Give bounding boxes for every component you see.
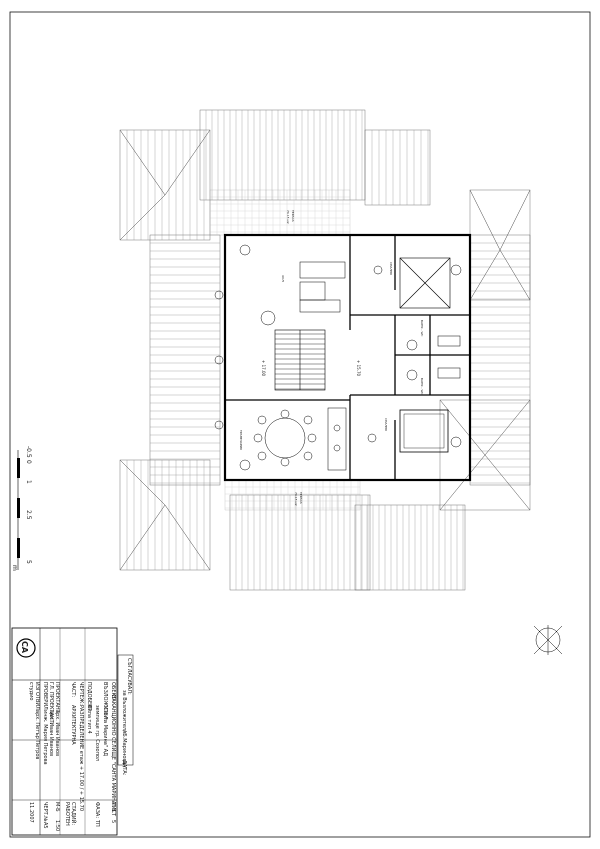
scale-unit: m [11, 565, 18, 571]
scale-tick-2-5: 2.5 [25, 510, 32, 520]
chief-name: арх. Иван Иванов [48, 710, 54, 756]
scale-label: М-Б [54, 802, 60, 812]
interior-walls [225, 235, 470, 480]
phase-label: ФАЗА: [94, 802, 100, 818]
room-labels: + 17.00 + 15.70 ТЕРАСА 76.15 м2 ТЕРАСА 7… [239, 209, 424, 506]
drawing-name: РАЗПРЕДЕЛЕНИЕ етаж + 17.00 / + 15.70 [78, 705, 84, 811]
drawing-no-label: ЧЕРТ.№ [42, 802, 48, 822]
svg-text:CA: CA [20, 641, 29, 654]
object-name: ВАКАНЦИОННО СЕЛИЩЕ "САНТА МАРИНА" В [110, 695, 116, 812]
drawn-name: арх. Петър Петров [34, 710, 40, 759]
approval-role: за Възложителя: [121, 690, 127, 735]
room-bedroom-top: СПАЛНЯ [389, 262, 393, 275]
bed-top [399, 257, 451, 309]
bed-bottom [399, 409, 449, 453]
room-bedroom-bottom: СПАЛНЯ [384, 418, 388, 431]
terrace-top-area: 76.15 м2 [286, 210, 290, 224]
scale-tick-1: 1 [25, 480, 32, 484]
studio: студио [28, 682, 34, 700]
part-label: ЧАСТ: [70, 682, 76, 697]
designer-label: ПРОЕКТАНТ: [54, 682, 60, 715]
location: землище гр. Созопол [94, 705, 100, 761]
scale-tick-0: 0 [25, 460, 32, 464]
planters [214, 244, 251, 471]
stage-label: СТАДИЙ: [70, 802, 77, 825]
staircase [274, 329, 326, 391]
object-label: ОБЕКТ: [110, 682, 116, 701]
north-arrow-icon [533, 625, 563, 655]
approval-stamp: / Б.Маринова / [121, 730, 127, 768]
drawn-label: ИЗГОТВИЛ: [34, 682, 40, 712]
terrace-top-label: ТЕРАСА [291, 209, 295, 223]
phase-value: ТП [94, 819, 100, 827]
scale-tick-neg: -0.5 [25, 446, 32, 458]
stair-steps [275, 333, 325, 390]
drawing-label: ЧЕРТЕЖ: [78, 682, 84, 705]
terrace-bottom-label: ТЕРАСА [299, 491, 303, 505]
room-living: ХОЛ [281, 275, 285, 282]
date-value: 11.2007 [28, 802, 34, 823]
roof-hip-lines [119, 129, 531, 571]
terrace-bottom-area: 76.15 м2 [294, 492, 298, 506]
dining-table [253, 409, 317, 467]
room-bath-bottom: БАНЯ - WC [420, 378, 424, 395]
level-upper: + 17.00 [261, 360, 266, 377]
living-sofa [260, 261, 346, 326]
checked-label: ПРОВЕРИЛ: [42, 682, 48, 712]
scale-bar: -0.5 0 1 2.5 5 m [11, 446, 32, 571]
drawing-frame [9, 11, 591, 838]
subject-label: ПОДОБЕКТ: [86, 682, 92, 713]
level-lower: + 15.70 [356, 360, 361, 377]
terrace-grid [209, 189, 361, 511]
drawing-no: А5 [42, 822, 48, 829]
designer-name: арх. Иван Иванов [54, 710, 60, 756]
checked-name: инж. Мария Петрова [42, 710, 48, 765]
title-block: CA СЪГЛАСУВАЛ: за Възложителя: / Б.Марин… [11, 627, 134, 836]
company-logo: CA [16, 638, 36, 658]
kitchen-counter [327, 407, 347, 471]
room-dining: ТРАПЕЗАРИЯ [239, 429, 243, 450]
bathroom-fixtures [367, 264, 462, 448]
subject-name: Вила тип 4 [86, 705, 92, 734]
stage-value: РАБОТЕН [64, 802, 70, 826]
chief-label: ГЛ. ПРОЕКТАНТ: [48, 682, 54, 725]
scale-value: 1:50 [54, 820, 60, 831]
room-bath-top: БАНЯ - WC [420, 320, 424, 337]
approval-date: ДАТА: [121, 760, 127, 776]
scale-tick-5: 5 [25, 560, 32, 564]
terrace-tile-lines [210, 190, 360, 510]
sheet-label: ЛИСТ [110, 802, 116, 817]
part-name: АРХИТЕКТУРНА [70, 705, 76, 745]
exterior-walls [223, 233, 472, 482]
client-name: "Санта Марина" АД [102, 705, 108, 756]
client-label: ВЪЗЛОЖИТЕЛ: [102, 682, 108, 722]
sheet-value: 5 [110, 820, 116, 823]
approval-header: СЪГЛАСУВАЛ: [126, 658, 132, 695]
